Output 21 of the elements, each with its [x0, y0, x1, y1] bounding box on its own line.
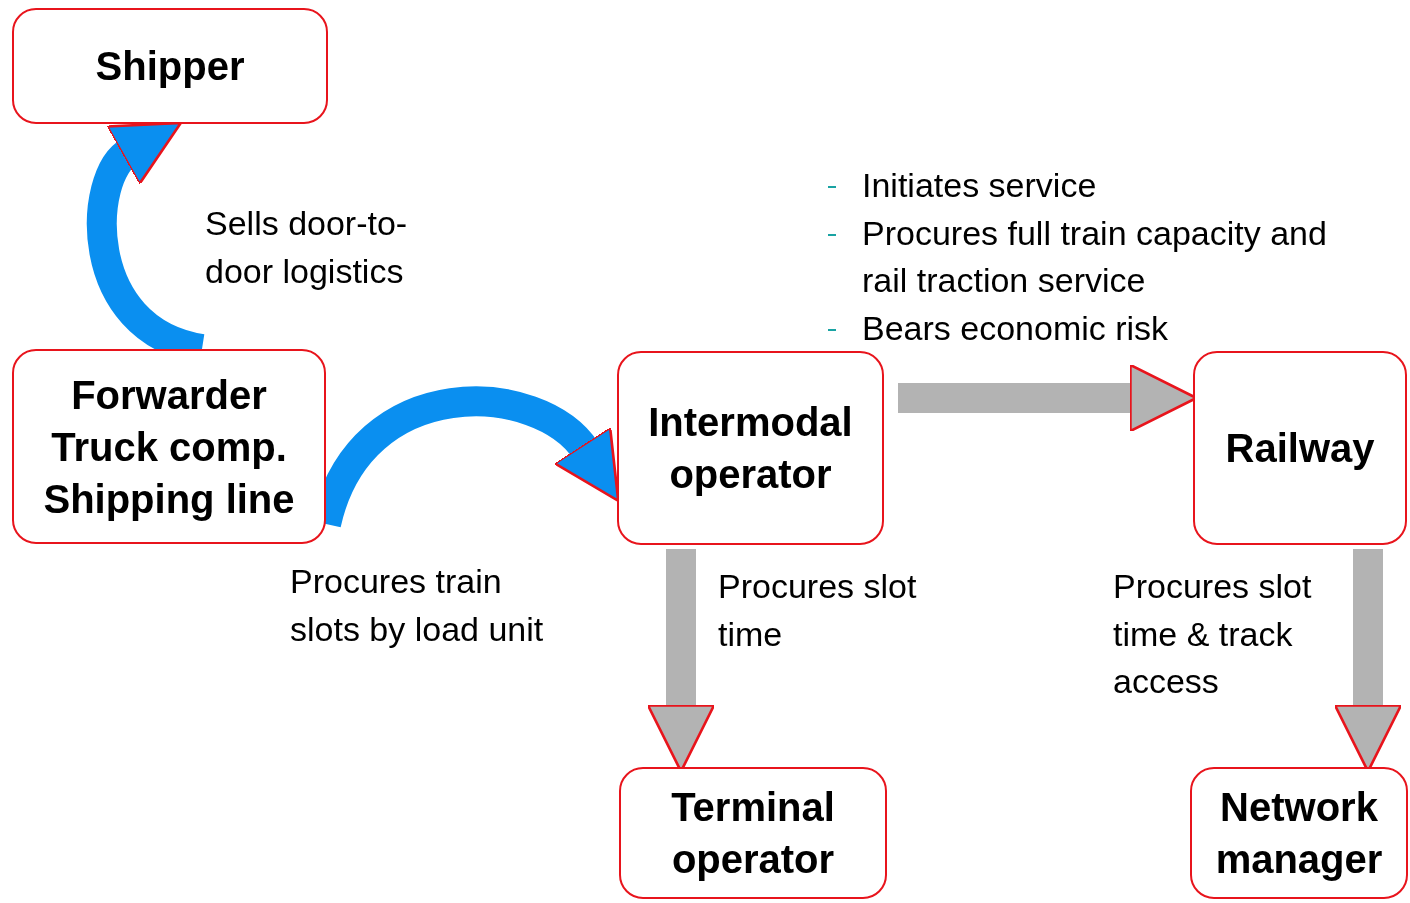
node-title: Shipper	[95, 43, 245, 90]
node-title: Intermodal operator	[647, 399, 854, 498]
edge-label: Procures slot time & track access	[1113, 566, 1313, 703]
rounded-box	[1193, 351, 1407, 545]
edge-label: Procures train slots by load unit	[290, 561, 545, 650]
rounded-box	[12, 349, 326, 544]
node-title: Network manager	[1214, 784, 1384, 883]
bullet-text: Initiates service	[862, 165, 1097, 206]
edge-label: Sells door-to-door logistics	[205, 203, 409, 292]
node-title: Shipping line	[43, 475, 295, 523]
rounded-box	[1190, 767, 1408, 899]
node-title: Truck comp.	[51, 423, 287, 471]
bullet-text: Procures full train capacity and rail traction service	[862, 212, 1328, 302]
rounded-box	[619, 767, 887, 899]
rounded-box	[12, 8, 328, 124]
rounded-box	[617, 351, 884, 545]
node-title: Forwarder	[71, 371, 267, 419]
node-title: Railway	[1225, 425, 1375, 472]
edge-label: Procures slot time	[718, 566, 918, 655]
bullet-text: Bears economic risk	[862, 307, 1169, 349]
node-title: Terminal operator	[670, 784, 836, 883]
